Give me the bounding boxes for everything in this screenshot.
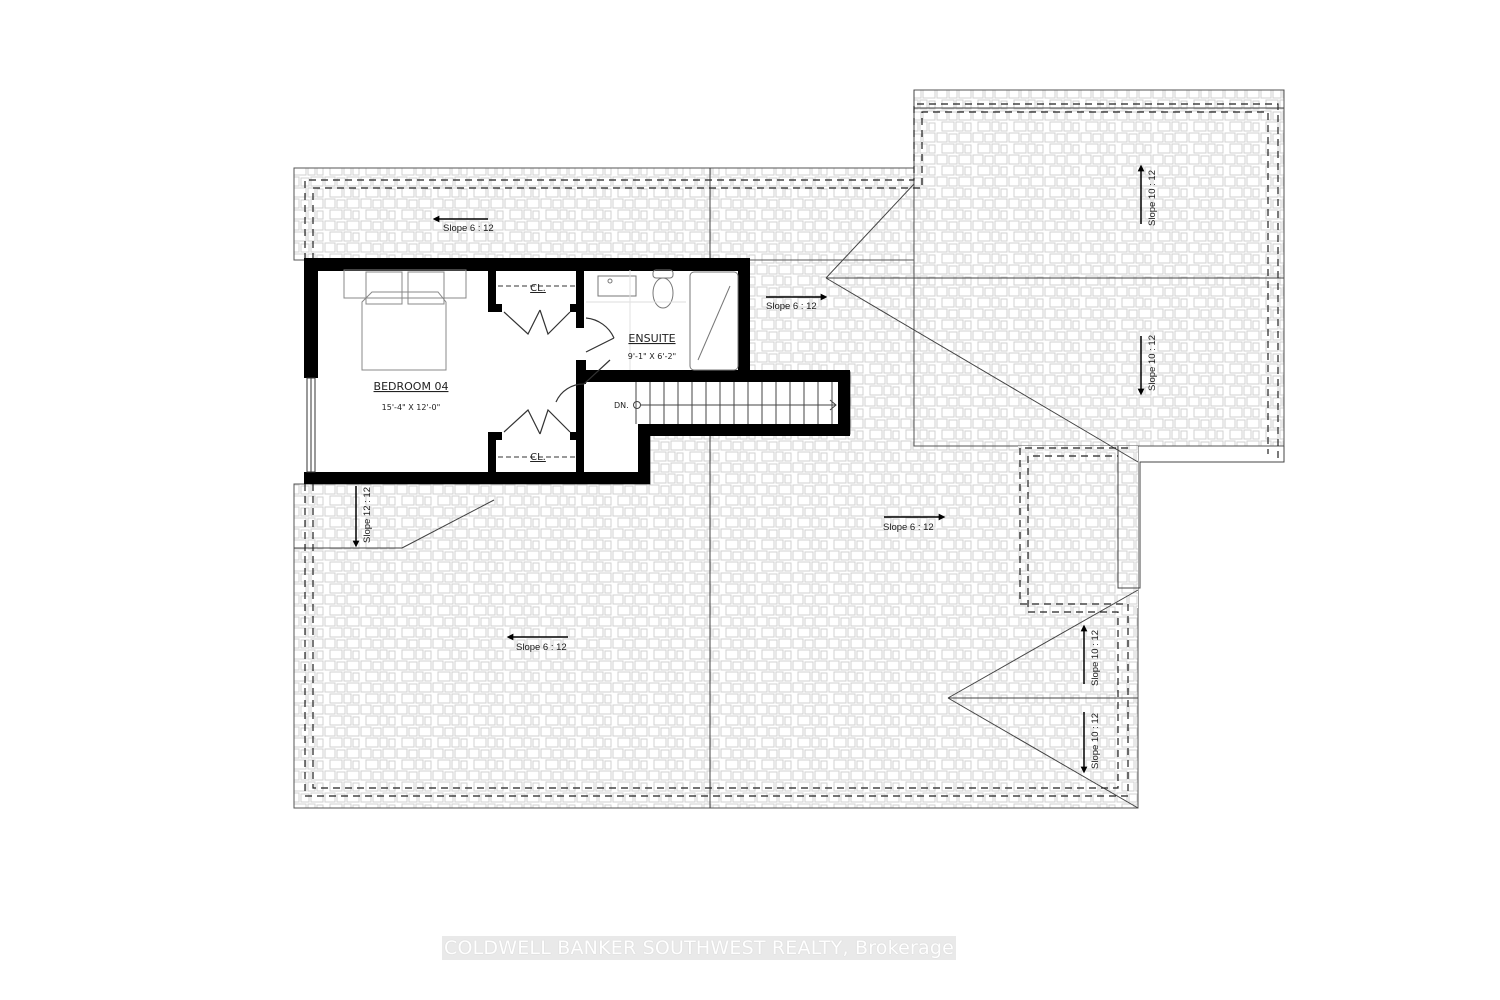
bed	[343, 269, 467, 371]
slope-label: Slope 6 : 12	[766, 301, 817, 312]
room-label-bedroom: BEDROOM 04	[374, 380, 449, 393]
slope-label: Slope 10 : 12	[1090, 630, 1101, 686]
eave-dashed-lines	[304, 103, 1279, 797]
window-west	[306, 377, 316, 473]
slope-label: Slope 10 : 12	[1090, 713, 1101, 769]
slope-annotations: Slope 6 : 12 Slope 6 : 12 Slope 10 : 12 …	[352, 164, 1158, 774]
slope-label: Slope 6 : 12	[443, 223, 494, 234]
room-label-ensuite: ENSUITE	[628, 332, 675, 345]
slope-label: Slope 6 : 12	[883, 522, 934, 533]
roof-ridge-lines	[294, 90, 1285, 809]
room-size-ensuite: 9'-1" X 6'-2"	[628, 352, 676, 361]
exterior-walls	[304, 258, 850, 484]
staircase	[633, 382, 837, 424]
brokerage-watermark: COLDWELL BANKER SOUTHWEST REALTY, Broker…	[442, 936, 957, 960]
stair-down-label: DN.	[614, 401, 629, 410]
ensuite-fixtures	[586, 269, 739, 371]
closet-label-upper: CL.	[530, 283, 546, 294]
closet-walls	[488, 268, 586, 476]
closet-rods	[498, 285, 576, 458]
closet-label-lower: CL.	[530, 452, 546, 463]
slope-label: Slope 10 : 12	[1147, 170, 1158, 226]
room-size-bedroom: 15'-4" X 12'-0"	[382, 403, 441, 412]
slope-label: Slope 6 : 12	[516, 642, 567, 653]
closet-doors	[503, 309, 615, 435]
slope-label: Slope 10 : 12	[1147, 335, 1158, 391]
slope-label: Slope 12 : 12	[362, 487, 373, 543]
